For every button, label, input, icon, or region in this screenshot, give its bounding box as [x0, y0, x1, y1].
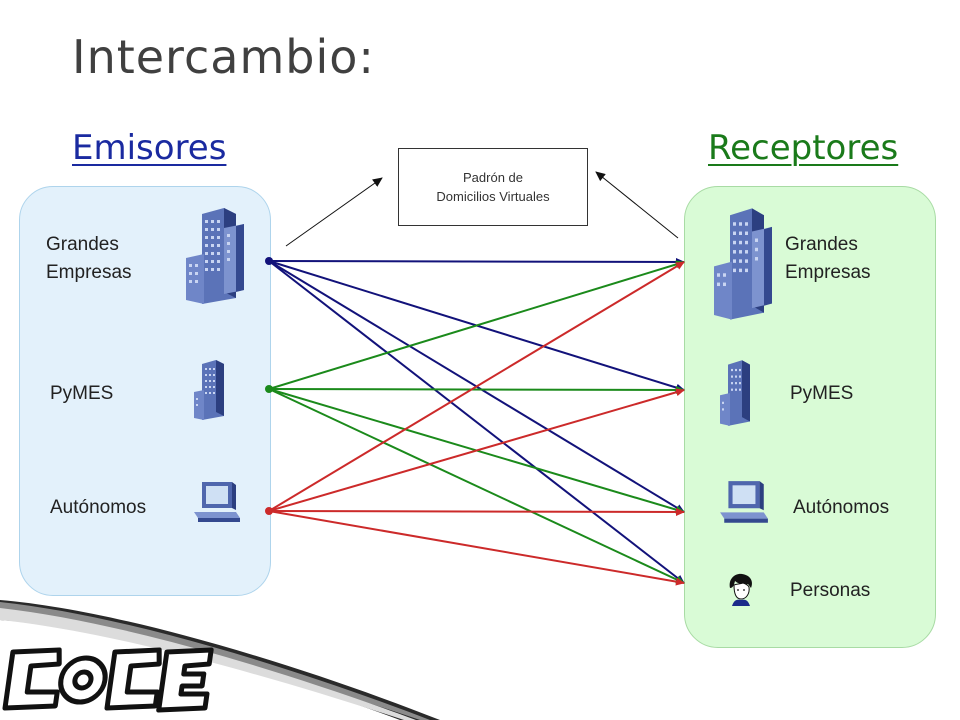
computer-icon	[720, 481, 768, 523]
padron-line1: Padrón de	[463, 170, 523, 185]
person-icon	[729, 573, 752, 606]
emisor-grandes-label: Grandes Empresas	[46, 234, 132, 283]
padron-line2: Domicilios Virtuales	[436, 189, 550, 204]
large-building-icon	[186, 208, 244, 304]
cace-logo-letters	[2, 647, 214, 713]
receptor-grandes-label: Grandes Empresas	[785, 234, 871, 283]
emisor-autonomos-label: Autónomos	[50, 497, 147, 518]
receptor-pymes-label: PyMES	[790, 383, 854, 404]
blue-connections	[268, 257, 685, 584]
emisor-pymes-node	[265, 385, 273, 393]
small-building-icon	[720, 360, 750, 426]
emisor-grandes-node	[265, 257, 273, 265]
padron-box: Padrón de Domicilios Virtuales	[398, 148, 588, 226]
arrow-emisores-to-padron	[285, 177, 383, 247]
large-building-icon	[714, 208, 772, 320]
computer-icon	[194, 482, 240, 522]
emisor-pymes-label: PyMES	[50, 383, 114, 404]
receptor-personas-label: Personas	[790, 580, 871, 601]
receptor-autonomos-label: Autónomos	[793, 497, 890, 518]
red-connections	[268, 261, 685, 586]
small-building-icon	[194, 360, 224, 420]
emisores-heading: Emisores	[72, 128, 227, 168]
slide-title: Intercambio:	[72, 30, 375, 84]
cace-logo	[0, 600, 440, 720]
emisor-autonomos-node	[265, 507, 273, 515]
receptores-heading: Receptores	[708, 128, 899, 168]
arrow-receptores-to-padron	[595, 171, 679, 239]
